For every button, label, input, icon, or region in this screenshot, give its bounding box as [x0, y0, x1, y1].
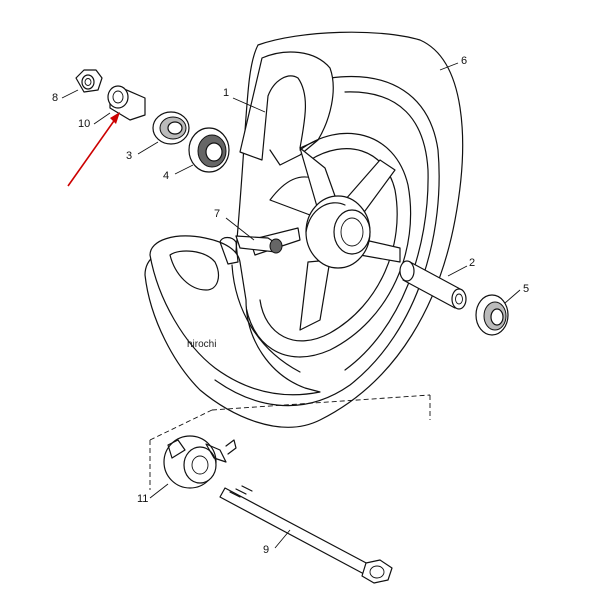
spokes	[249, 147, 401, 331]
callout-1: 1	[223, 87, 229, 99]
wheel-hub	[305, 195, 371, 269]
callout-9: 9	[263, 544, 269, 556]
callout-6: 6	[461, 55, 467, 67]
dashed-guide	[149, 394, 431, 490]
callout-8: 8	[52, 92, 58, 104]
axle-collar	[399, 260, 467, 310]
bearing-right	[475, 294, 509, 336]
callout-3: 3	[126, 150, 132, 162]
wheel-axle	[219, 485, 393, 584]
callout-7: 7	[214, 208, 220, 220]
callout-5: 5	[523, 283, 529, 295]
air-valve	[219, 235, 283, 265]
meter-gear	[163, 435, 237, 489]
leader-lines	[61, 62, 521, 549]
callout-labels: 1 2 3 4 5 6 7 8 9 10 11	[52, 55, 529, 556]
bearing-3	[152, 111, 190, 145]
callout-10: 10	[78, 118, 90, 130]
callout-11: 11	[137, 493, 148, 505]
collar-10	[107, 85, 146, 121]
callout-4: 4	[163, 170, 169, 182]
watermark-text: hirochi	[187, 339, 216, 350]
bearing-4	[188, 127, 230, 173]
flange-nut	[75, 69, 103, 93]
rim	[149, 51, 412, 396]
callout-2: 2	[469, 257, 475, 269]
red-pointer-arrow	[67, 112, 120, 187]
